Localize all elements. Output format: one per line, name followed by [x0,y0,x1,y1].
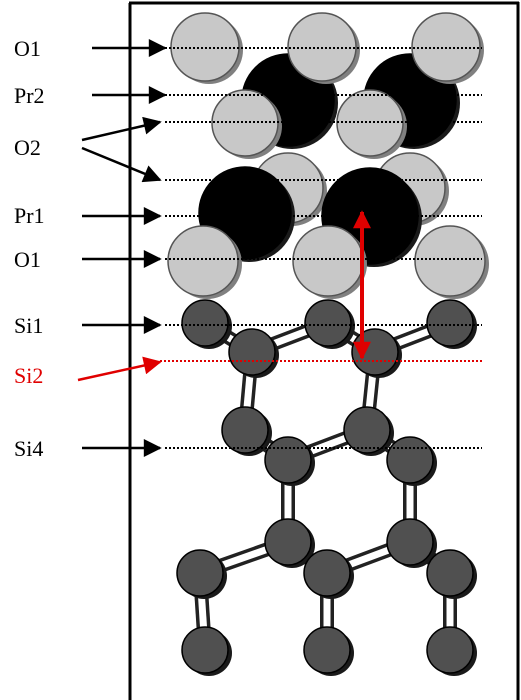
arrow-right-icon [81,146,162,183]
layer-label-pr1: Pr1 [14,203,45,228]
silicon-atom [303,626,351,674]
silicon-atom [303,549,351,597]
layer-label-pr2: Pr2 [14,83,45,108]
silicon-atom [176,549,224,597]
silicon-atom [343,406,391,454]
silicon-atom [264,518,312,566]
layer-label-o2: O2 [14,135,41,160]
silicon-atom [228,328,276,376]
oxygen-atom [292,225,364,297]
silicon-atom [386,518,434,566]
layer-label-o1-bottom: O1 [14,247,41,272]
layer-labels: O1 Pr2 O2 Pr1 O1 Si1 Si2 Si4 [14,36,167,461]
silicon-atom [386,436,434,484]
silicon-atom [221,406,269,454]
layer-label-si4: Si4 [14,436,43,461]
silicon-atom [426,626,474,674]
oxygen-atom [414,225,486,297]
silicon-atom [304,299,352,347]
layer-lines [160,47,482,449]
arrow-right-icon [81,116,162,142]
layer-label-si1: Si1 [14,313,43,338]
arrow-right-icon [77,356,162,382]
silicon-atom [181,626,229,674]
oxygen-atom [167,225,239,297]
layer-label-o1-top: O1 [14,36,41,61]
silicon-atom [264,436,312,484]
silicon-atom [181,299,229,347]
silicon-atom [351,328,399,376]
silicon-atom [426,299,474,347]
layer-label-si2: Si2 [14,363,43,388]
silicon-atom [426,549,474,597]
atoms [167,12,489,676]
